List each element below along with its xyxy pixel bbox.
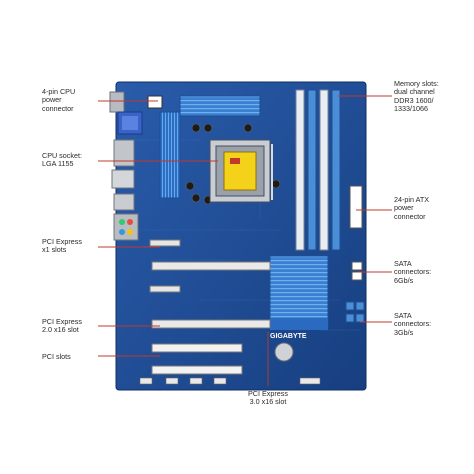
callout-pcie-x16-3: PCI Express 3.0 x16 slot xyxy=(248,389,288,407)
rear-io-ports xyxy=(109,91,143,241)
dimm-slots xyxy=(295,89,341,251)
leader-lines xyxy=(98,95,392,386)
cpu-socket xyxy=(209,139,273,203)
callout-cpu-power: 4-pin CPU power connector xyxy=(42,87,76,113)
chipset-heatsink xyxy=(269,255,329,330)
bottom-headers xyxy=(139,377,321,385)
pcie-x1-slot-1 xyxy=(149,239,181,247)
cmos-battery xyxy=(274,342,294,362)
pci-slot-2 xyxy=(151,365,243,375)
callout-sata-6g: SATA connectors: 6Gb/s xyxy=(394,259,432,285)
pcie-x1-slot-2 xyxy=(149,285,181,293)
cpu-power-connector xyxy=(147,95,163,109)
callout-cpu-socket: CPU socket: LGA 1155 xyxy=(42,151,82,169)
board-logo-text: GIGABYTE xyxy=(270,333,307,340)
callout-pci: PCI slots xyxy=(42,352,71,361)
callout-sata-3g: SATA connectors: 3Gb/s xyxy=(394,311,432,337)
callout-pcie-x1: PCI Express x1 slots xyxy=(42,237,82,255)
pci-slot-1 xyxy=(151,343,243,353)
pcie-x16-slot-2 xyxy=(151,319,271,329)
callout-atx-power: 24-pin ATX power connector xyxy=(394,195,430,221)
pcie-x16-slot-3 xyxy=(151,261,271,271)
vrm-heatsink-top xyxy=(179,95,261,117)
callout-memory: Memory slots: dual channel DDR3 1600/ 13… xyxy=(394,79,439,114)
vrm-heatsink-left xyxy=(159,111,181,199)
atx-power-connector xyxy=(349,185,363,229)
callout-pcie-x16-2: PCI Express 2.0 x16 slot xyxy=(42,317,82,335)
